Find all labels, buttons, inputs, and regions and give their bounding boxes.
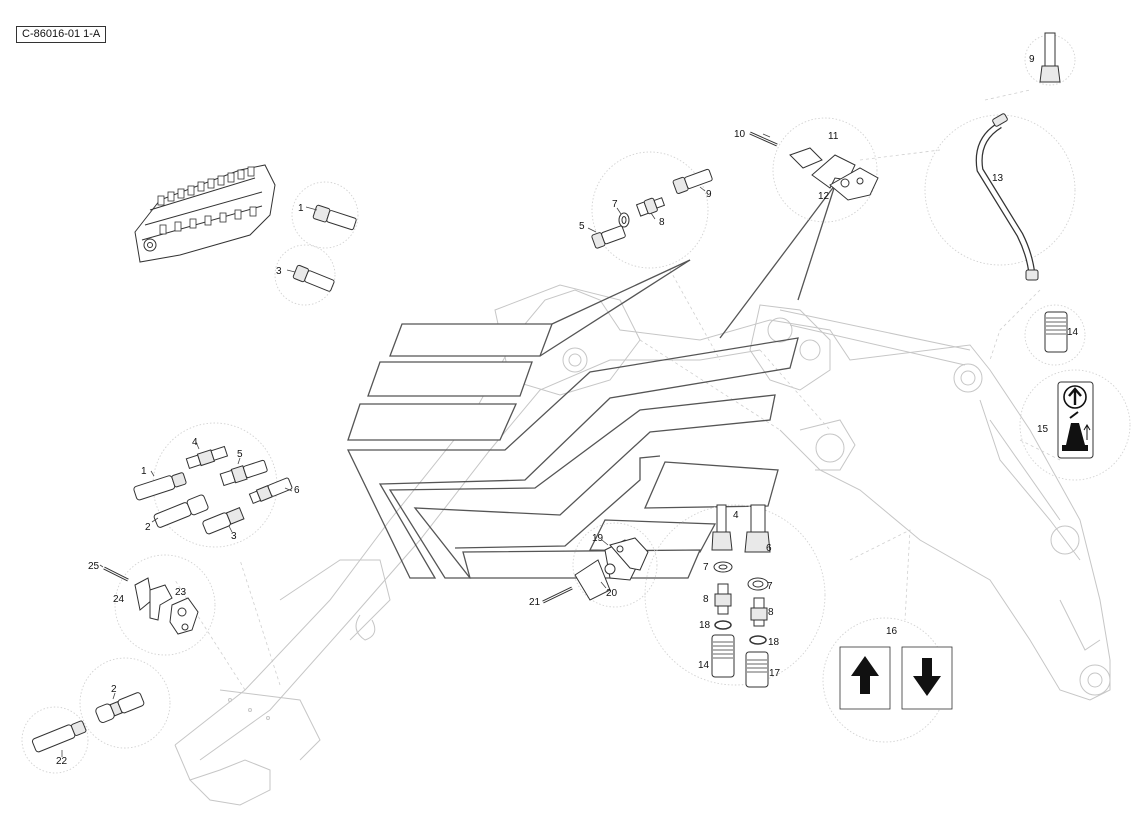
callout: 1 [141, 466, 147, 477]
callout: 24 [113, 594, 125, 605]
callout: 5 [237, 449, 243, 460]
callout: 25 [88, 561, 100, 572]
callout: 8 [659, 217, 665, 228]
callout: 1 [298, 203, 304, 214]
callout: 3 [231, 531, 237, 542]
decal-16 [839, 646, 953, 710]
pipe-clamp-icon [749, 131, 879, 201]
callout: 14 [1067, 327, 1079, 338]
up-arrow-decal-icon [851, 656, 879, 694]
callout: 8 [768, 607, 774, 618]
callout: 15 [1037, 424, 1049, 435]
callout: 13 [992, 173, 1004, 184]
callout: 6 [294, 485, 300, 496]
callout: 7 [767, 581, 773, 592]
hydraulic-coupler-icon [292, 204, 357, 292]
callout-labels: 1 3 5 7 8 9 10 11 12 9 13 14 15 4 1 5 6 … [56, 54, 1079, 767]
callout: 7 [703, 562, 709, 573]
callout: 12 [818, 191, 830, 202]
callout: 16 [886, 626, 898, 637]
callout: 3 [276, 266, 282, 277]
callout: 2 [111, 684, 117, 695]
callout: 23 [175, 587, 187, 598]
callout: 4 [733, 510, 739, 521]
callout: 8 [703, 594, 709, 605]
hydraulic-coupler-icon [591, 168, 713, 249]
hydraulic-coupler-icon [1044, 311, 1068, 353]
callout: 9 [1029, 54, 1035, 65]
callout: 20 [606, 588, 618, 599]
callout: 17 [769, 668, 781, 679]
callout: 21 [529, 597, 541, 608]
boom-arm-icon [174, 89, 1111, 806]
callout: 19 [592, 533, 604, 544]
callout: 4 [192, 437, 198, 448]
callout: 7 [612, 199, 618, 210]
callout: 14 [698, 660, 710, 671]
control-valve-icon [134, 164, 276, 263]
hydraulic-coupler-icon [711, 504, 771, 688]
pipe-clamp-icon [542, 537, 649, 604]
hydraulic-line-bands [346, 184, 836, 579]
callout: 10 [734, 129, 746, 140]
hydraulic-coupler-icon [31, 692, 145, 753]
callout: 11 [828, 131, 839, 142]
callout: 22 [56, 756, 68, 767]
down-arrow-decal-icon [913, 658, 941, 696]
bent-tube-icon [975, 32, 1061, 281]
pipe-clamp-icon [103, 566, 199, 635]
callout: 6 [766, 543, 772, 554]
callout: 2 [145, 522, 151, 533]
callout: 18 [699, 620, 711, 631]
callout: 18 [768, 637, 780, 648]
lever-decal-icon [1057, 381, 1094, 459]
callout: 9 [706, 189, 712, 200]
hydraulic-coupler-icon [133, 445, 293, 535]
drawing-id: C-86016-01 1-A [16, 26, 107, 43]
callout: 5 [579, 221, 585, 232]
